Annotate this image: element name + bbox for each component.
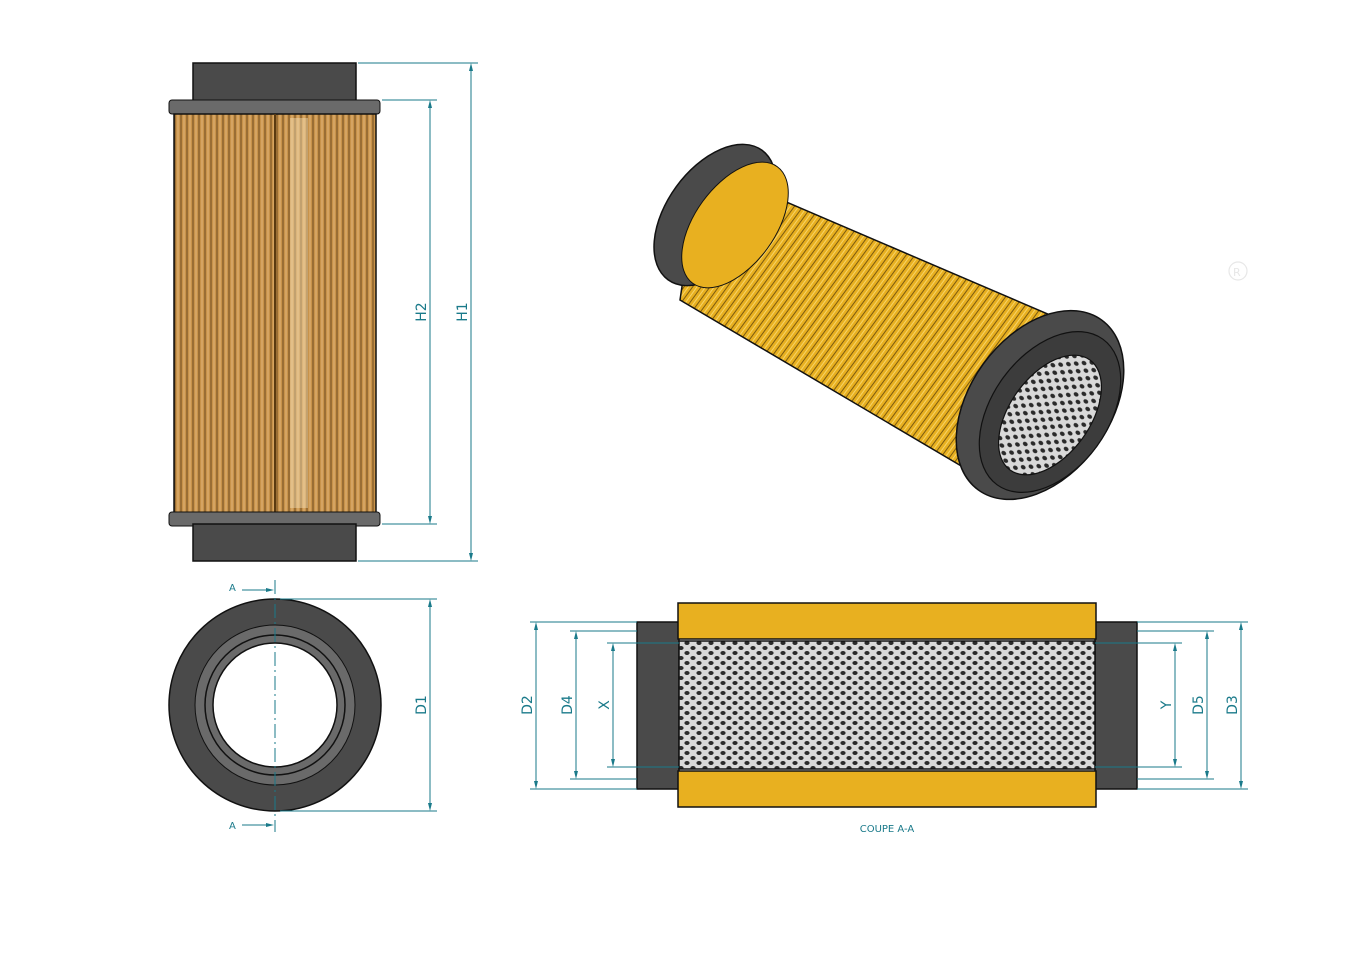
svg-text:R: R: [1233, 266, 1241, 279]
section-media-top: [677, 602, 1097, 640]
d4-label: D4: [560, 695, 576, 715]
front-bottom-cap: [192, 523, 357, 562]
section-caption: COUPE A-A: [860, 824, 915, 835]
d1-label: D1: [414, 695, 430, 715]
section-mark-top: A: [229, 583, 236, 594]
d5-label: D5: [1191, 695, 1207, 715]
h2-label: H2: [414, 302, 430, 321]
front-highlight: [290, 118, 308, 508]
section-right-cap: [1094, 621, 1138, 790]
front-top-flange: [168, 99, 381, 115]
d3-label: D3: [1225, 695, 1241, 715]
front-view: H2 H1: [168, 62, 478, 562]
registered-trademark-icon: R: [1228, 261, 1248, 281]
section-left-cap: [636, 621, 680, 790]
section-mark-bottom: A: [229, 821, 236, 832]
front-top-cap: [192, 62, 357, 104]
top-view: A A D1: [168, 580, 437, 832]
iso-front-mesh: [997, 354, 1103, 476]
h1-label: H1: [455, 302, 471, 321]
isometric-view: R: [653, 143, 1248, 501]
x-label: X: [597, 700, 613, 710]
d2-label: D2: [520, 695, 536, 715]
section-media-bottom: [677, 770, 1097, 808]
y-label: Y: [1159, 700, 1175, 710]
section-mesh-tube: [678, 640, 1096, 770]
section-view: D2 D4 X Y D5 D3 COUPE A-A: [520, 602, 1248, 835]
